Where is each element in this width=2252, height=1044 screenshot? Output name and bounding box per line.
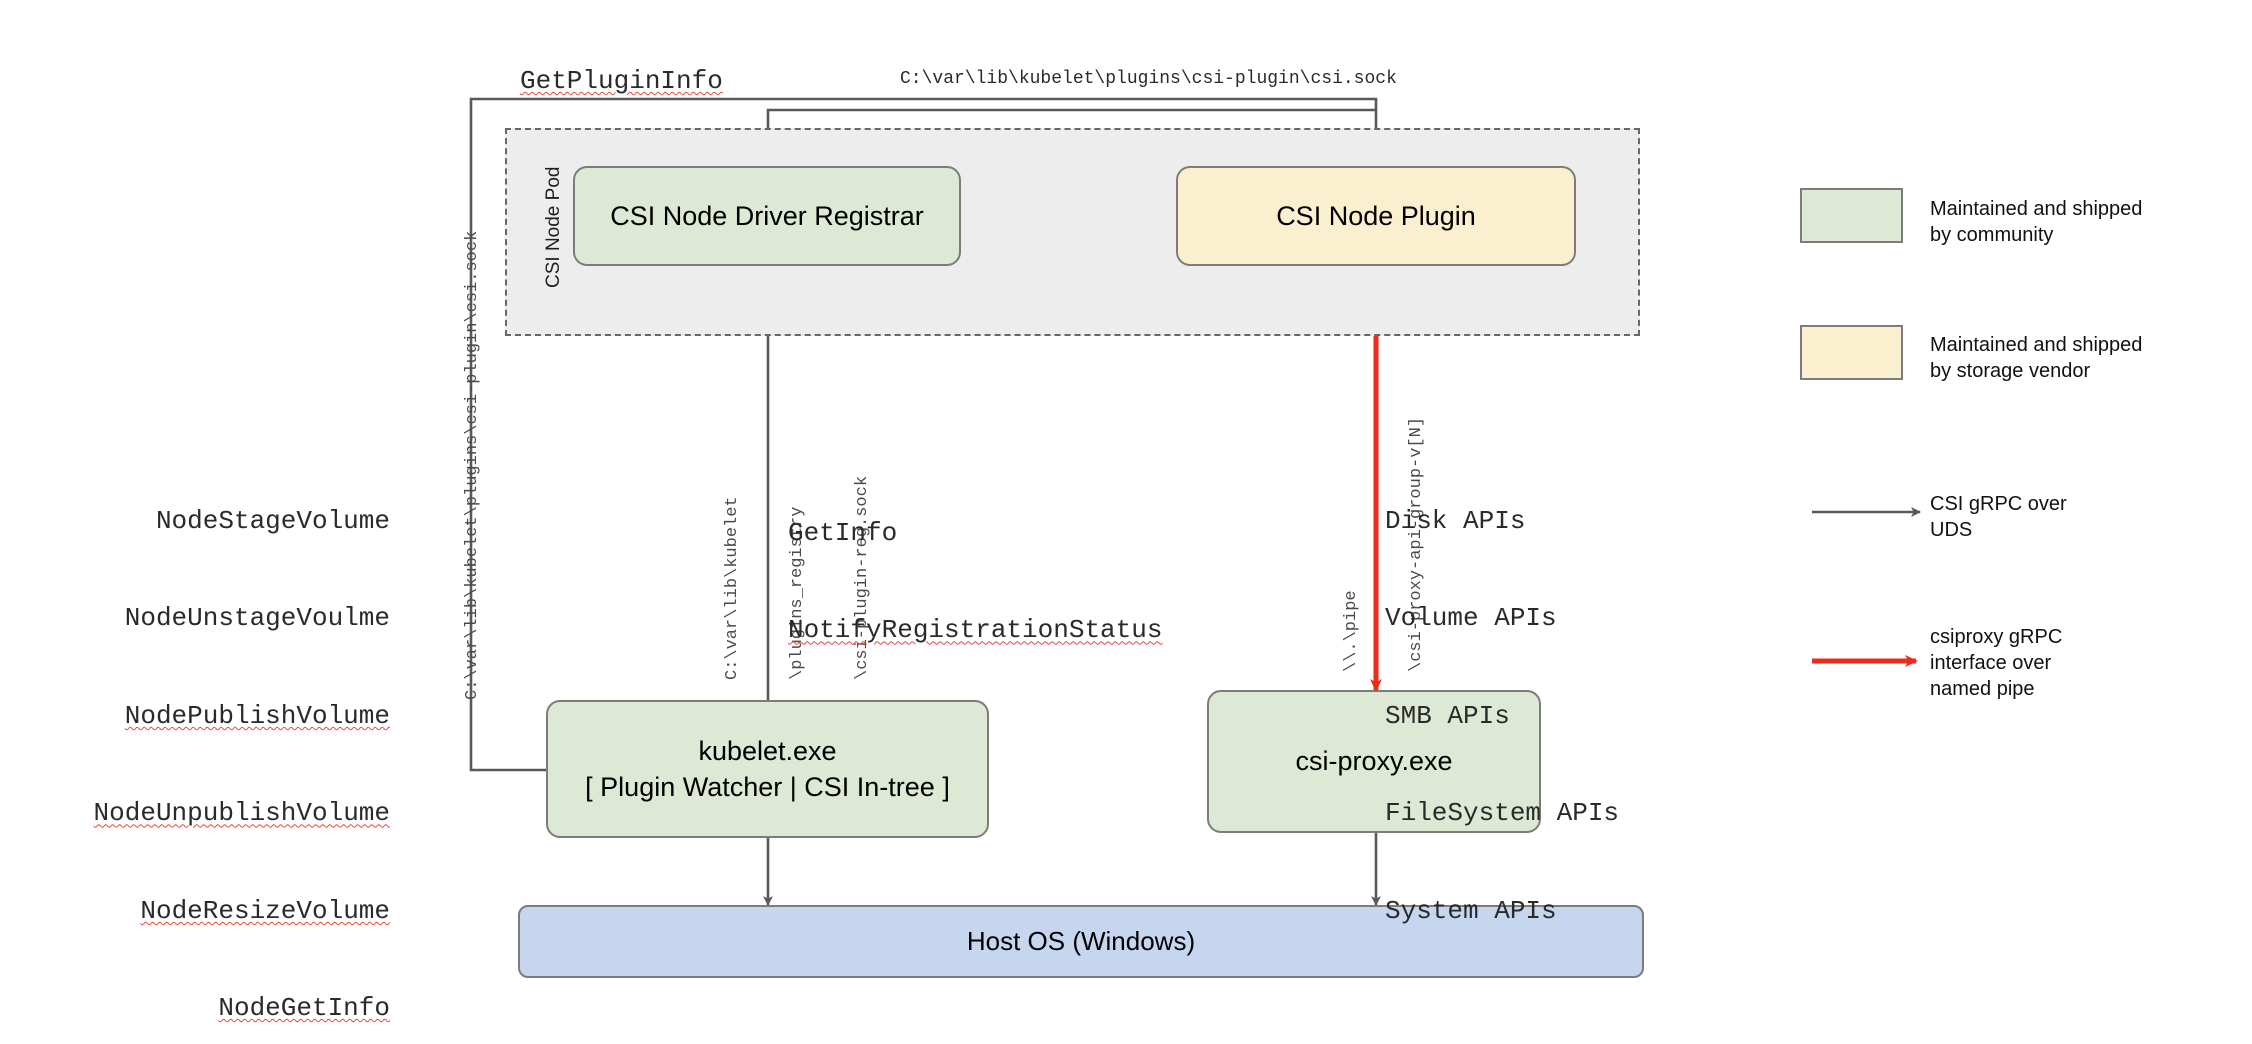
csi-node-driver-registrar-label: CSI Node Driver Registrar: [610, 200, 924, 231]
csi-sock-path-left-label: C:\var\lib\kubelet\plugins\csi-plugin\cs…: [463, 230, 482, 700]
csi-sock-path-top-label: C:\var\lib\kubelet\plugins\csi-plugin\cs…: [900, 69, 1397, 89]
legend-swatch-vendor: [1800, 325, 1903, 380]
csi-node-plugin-box[interactable]: CSI Node Plugin: [1176, 166, 1576, 266]
csi-node-plugin-label: CSI Node Plugin: [1276, 200, 1476, 231]
csi-proxy-box[interactable]: csi-proxy.exe: [1207, 690, 1541, 833]
registration-call-item: NotifyRegistrationStatus: [788, 615, 1163, 646]
registration-calls-list: GetInfo NotifyRegistrationStatus: [788, 455, 1162, 710]
csi-proxy-api-list: Disk APIs Volume APIs SMB APIs FileSyste…: [1385, 443, 1619, 990]
csi-proxy-api-item: Disk APIs: [1385, 506, 1526, 536]
csi-proxy-api-item: SMB APIs: [1385, 700, 1510, 731]
host-os-box[interactable]: Host OS (Windows): [518, 905, 1644, 978]
legend-swatch-community: [1800, 188, 1903, 243]
node-api-item: NodePublishVolume: [124, 700, 390, 731]
csi-proxy-api-item: System APIs: [1385, 895, 1557, 926]
csi-node-driver-registrar-box[interactable]: CSI Node Driver Registrar: [573, 166, 961, 266]
legend-label-vendor: Maintained and shipped by storage vendor: [1930, 334, 2143, 382]
named-pipe-line-1: \\.\pipe: [1341, 590, 1361, 672]
registry-path-line-1: C:\var\lib\kubelet: [722, 496, 742, 680]
node-api-item: NodeResizeVolume: [140, 895, 390, 926]
registration-call-item: GetInfo: [788, 518, 898, 548]
kubelet-label: kubelet.exe [ Plugin Watcher | CSI In-tr…: [585, 735, 950, 802]
csi-proxy-label: csi-proxy.exe: [1295, 746, 1453, 777]
get-plugin-info-label: GetPluginInfo: [520, 66, 723, 96]
csi-proxy-api-item: FileSystem APIs: [1385, 798, 1620, 829]
csi-proxy-api-item: Volume APIs: [1385, 603, 1557, 634]
node-api-item: NodeGetInfo: [218, 993, 390, 1024]
csi-node-pod-label: CSI Node Pod: [543, 166, 564, 288]
host-os-label: Host OS (Windows): [966, 925, 1196, 956]
node-api-item: NodeStageVolume: [155, 506, 390, 536]
node-api-item: NodeUnstageVoulme: [124, 603, 390, 634]
node-api-item: NodeUnpublishVolume: [93, 798, 390, 829]
legend-label-csiproxy-named-pipe: csiproxy gRPC interface over named pipe: [1930, 626, 2063, 700]
kubelet-box[interactable]: kubelet.exe [ Plugin Watcher | CSI In-tr…: [546, 700, 989, 838]
legend-label-community: Maintained and shipped by community: [1930, 198, 2143, 246]
legend-label-csi-grpc-uds: CSI gRPC over UDS: [1930, 493, 2067, 541]
node-service-api-list: NodeStageVolume NodeUnstageVoulme NodePu…: [90, 443, 390, 1044]
